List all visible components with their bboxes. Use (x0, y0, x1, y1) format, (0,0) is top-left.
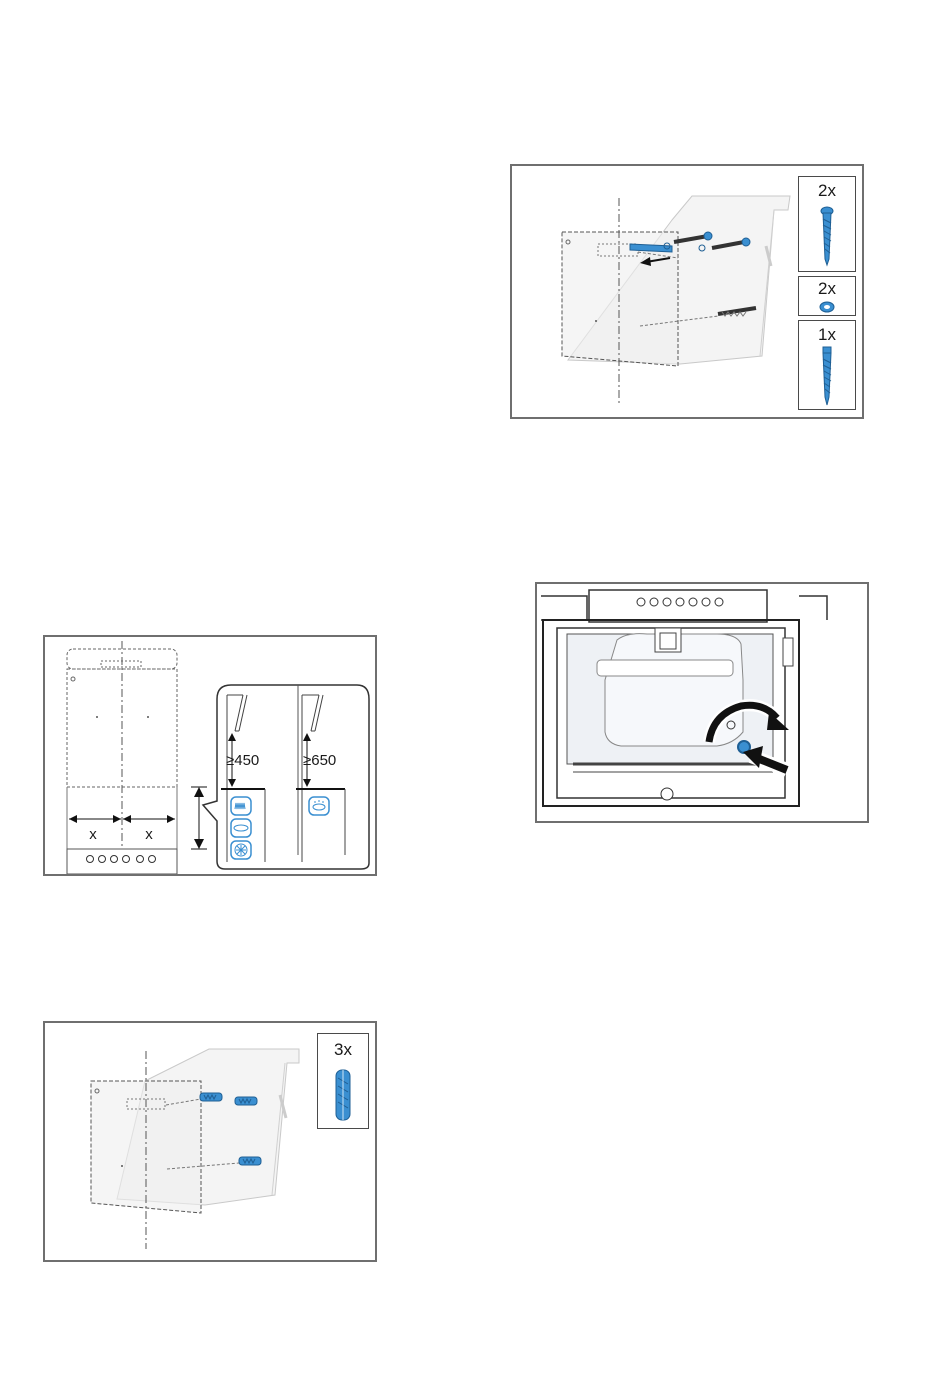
qty-box-washers: 2x (798, 276, 856, 316)
mark-dot (147, 716, 149, 718)
arrow-head (167, 815, 175, 823)
figure-screws: 2x 2x 1x (510, 164, 864, 419)
interior-diagram (537, 584, 867, 821)
figure-wall-anchors: 3x (43, 1021, 377, 1262)
figure-clearance: x x ≥450 (43, 635, 377, 876)
arrow-head (194, 839, 204, 849)
dim-x-left-label: x (89, 826, 97, 843)
figure-interior-screw (535, 582, 869, 823)
washer-icon (799, 299, 855, 315)
latch (655, 628, 681, 652)
wall-anchor (239, 1157, 261, 1165)
wall-anchor (200, 1093, 222, 1101)
induction-hob-icon (231, 819, 251, 837)
arrow-head (123, 815, 131, 823)
qty-label: 3x (318, 1040, 368, 1060)
cooktop (67, 849, 177, 874)
wall-anchor (235, 1097, 257, 1105)
callout-bubble (203, 685, 369, 869)
qty-box-screws-top: 2x (798, 176, 856, 272)
clearance-diagram: x x ≥450 (45, 637, 375, 874)
qty-label: 2x (799, 181, 855, 201)
radiant-hob-icon (231, 841, 251, 859)
bracket-outline (101, 661, 141, 667)
anchor-icon (318, 1066, 368, 1126)
qty-box-screw-bottom: 1x (798, 320, 856, 410)
dim-x-right-label: x (145, 826, 153, 843)
arrow-head (113, 815, 121, 823)
screw-hole (71, 677, 75, 681)
min-height-gas: ≥650 (303, 752, 336, 769)
gas-hob-icon (309, 797, 329, 815)
wall-outline (562, 232, 678, 366)
mounting-bracket (630, 244, 672, 252)
electric-hob-icon (231, 797, 251, 815)
mark-dot (96, 716, 98, 718)
arrow-head (69, 815, 77, 823)
qty-label: 1x (799, 325, 855, 345)
qty-box-anchors: 3x (317, 1033, 369, 1129)
min-height-electric: ≥450 (226, 752, 259, 769)
push-arrow (757, 758, 787, 770)
knob (661, 788, 673, 800)
qty-label: 2x (799, 279, 855, 299)
screw-icon (799, 203, 855, 267)
screw-icon (799, 345, 855, 407)
arrow-head (194, 787, 204, 797)
